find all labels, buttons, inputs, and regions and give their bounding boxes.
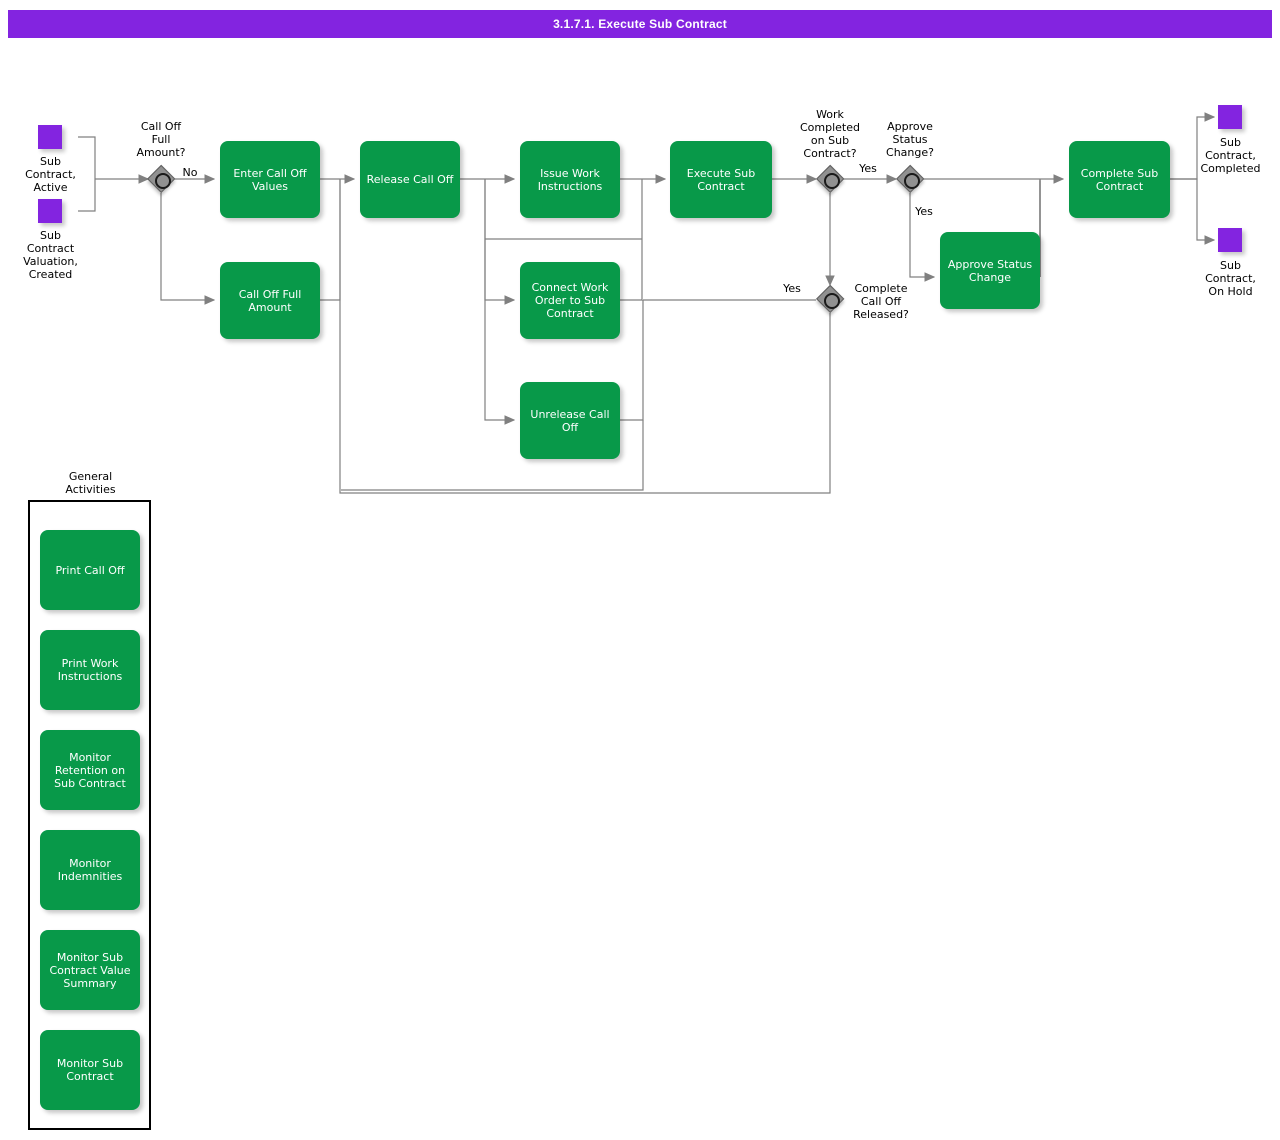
gateway-complete-call-off-released-label: Complete Call Off Released? bbox=[853, 282, 909, 321]
task-issue-work-instructions[interactable]: Issue Work Instructions bbox=[520, 141, 620, 218]
flow-label-yes-approve-branch: Yes bbox=[915, 205, 933, 218]
gateway-call-off-full-amount[interactable] bbox=[147, 165, 176, 194]
gateway-approve-status-change-label: Approve Status Change? bbox=[886, 120, 934, 159]
general-activity-monitor-sub-contract-value-summary[interactable]: Monitor Sub Contract Value Summary bbox=[40, 930, 140, 1010]
gateway-ring-icon bbox=[904, 173, 920, 189]
gateway-ring-icon bbox=[824, 173, 840, 189]
start-event-sub-contract-valuation-created-label: Sub Contract Valuation, Created bbox=[23, 229, 78, 281]
flow-label-yes-complete-call-off: Yes bbox=[783, 282, 801, 295]
task-connect-work-order-to-sub-contract[interactable]: Connect Work Order to Sub Contract bbox=[520, 262, 620, 339]
start-event-sub-contract-valuation-created[interactable] bbox=[38, 199, 62, 223]
general-activity-print-call-off[interactable]: Print Call Off bbox=[40, 530, 140, 610]
task-execute-sub-contract[interactable]: Execute Sub Contract bbox=[670, 141, 772, 218]
general-activities-title: General Activities bbox=[65, 470, 116, 496]
general-activity-monitor-retention-on-sub-contract[interactable]: Monitor Retention on Sub Contract bbox=[40, 730, 140, 810]
end-event-sub-contract-on-hold-label: Sub Contract, On Hold bbox=[1205, 259, 1256, 298]
gateway-complete-call-off-released[interactable] bbox=[816, 285, 845, 314]
general-activity-monitor-indemnities[interactable]: Monitor Indemnities bbox=[40, 830, 140, 910]
end-event-sub-contract-completed-label: Sub Contract, Completed bbox=[1200, 136, 1261, 175]
task-enter-call-off-values[interactable]: Enter Call Off Values bbox=[220, 141, 320, 218]
start-event-sub-contract-active[interactable] bbox=[38, 125, 62, 149]
gateway-approve-status-change[interactable] bbox=[896, 165, 925, 194]
general-activities-group bbox=[28, 500, 151, 1130]
general-activity-monitor-sub-contract[interactable]: Monitor Sub Contract bbox=[40, 1030, 140, 1110]
gateway-work-completed-on-sub-contract[interactable] bbox=[816, 165, 845, 194]
gateway-ring-icon bbox=[824, 293, 840, 309]
general-activity-print-work-instructions[interactable]: Print Work Instructions bbox=[40, 630, 140, 710]
end-event-sub-contract-on-hold[interactable] bbox=[1218, 228, 1242, 252]
gateway-call-off-full-amount-label: Call Off Full Amount? bbox=[136, 120, 186, 159]
task-approve-status-change[interactable]: Approve Status Change bbox=[940, 232, 1040, 309]
end-event-sub-contract-completed[interactable] bbox=[1218, 105, 1242, 129]
task-release-call-off[interactable]: Release Call Off bbox=[360, 141, 460, 218]
gateway-work-completed-label: Work Completed on Sub Contract? bbox=[800, 108, 860, 160]
flow-label-yes-approve-status: Yes bbox=[859, 162, 877, 175]
task-unrelease-call-off[interactable]: Unrelease Call Off bbox=[520, 382, 620, 459]
start-event-sub-contract-active-label: Sub Contract, Active bbox=[25, 155, 76, 194]
gateway-ring-icon bbox=[155, 173, 171, 189]
flow-label-no: No bbox=[182, 166, 198, 179]
task-call-off-full-amount[interactable]: Call Off Full Amount bbox=[220, 262, 320, 339]
page-title: 3.1.7.1. Execute Sub Contract bbox=[8, 10, 1272, 38]
task-complete-sub-contract[interactable]: Complete Sub Contract bbox=[1069, 141, 1170, 218]
